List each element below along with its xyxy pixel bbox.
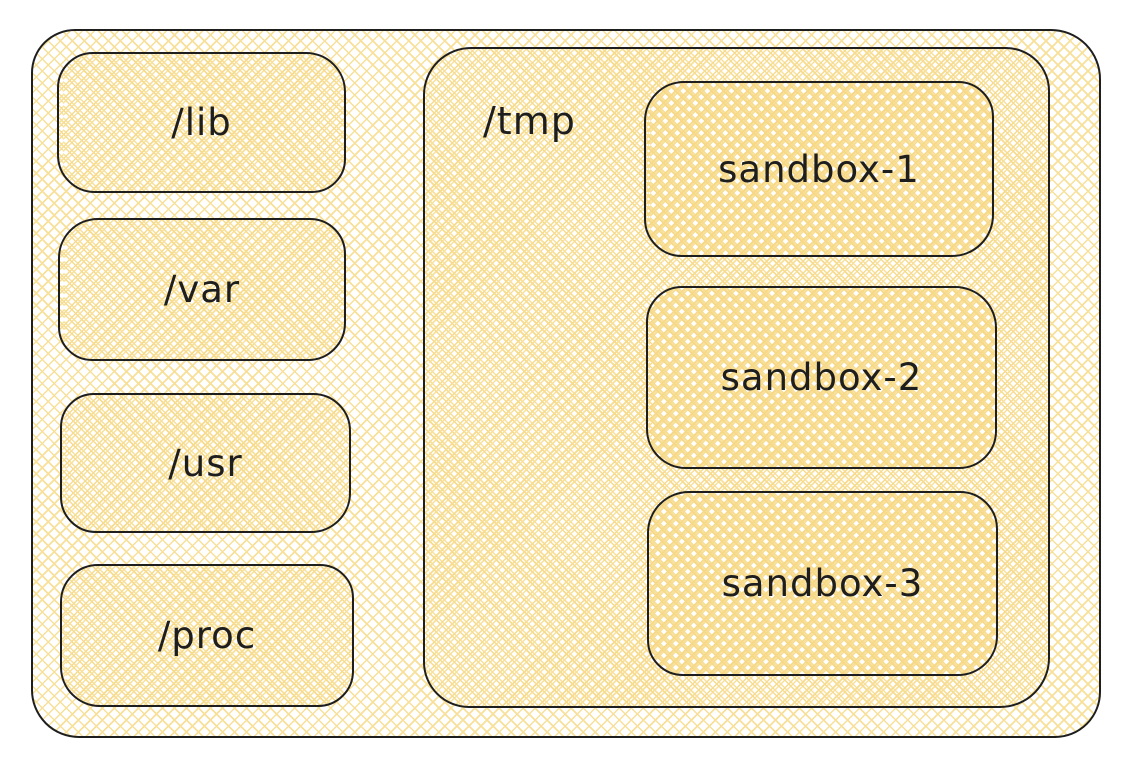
dir-label-lib: /lib [171,101,232,144]
dir-label-proc: /proc [157,614,257,657]
sandbox-1-label: sandbox-1 [718,147,920,191]
tmp-label: /tmp [483,99,576,143]
dir-box-lib: /lib [57,52,346,193]
dir-box-usr: /usr [60,393,351,533]
sandbox-2-label: sandbox-2 [720,356,923,399]
filesystem-root-container: /lib /var /usr /proc /tmp sandbox-1 sand… [31,29,1101,738]
tmp-container: /tmp sandbox-1 sandbox-2 sandbox-3 [423,47,1050,708]
dir-label-usr: /usr [168,441,243,485]
sandbox-3-label: sandbox-3 [721,562,924,605]
dir-box-var: /var [58,218,346,361]
sandbox-1-box: sandbox-1 [644,81,994,257]
sandbox-3-box: sandbox-3 [647,491,998,676]
sandbox-2-box: sandbox-2 [646,286,997,469]
dir-label-var: /var [163,268,241,311]
dir-box-proc: /proc [60,564,354,707]
